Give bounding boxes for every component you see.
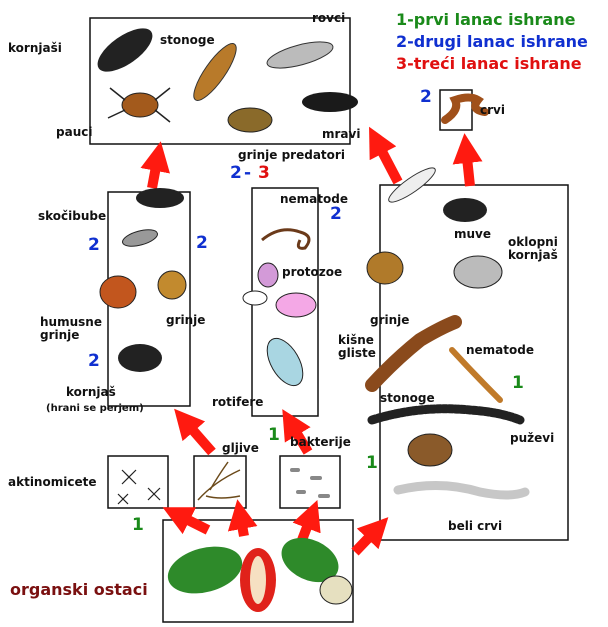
arrow-decomposers-to-worms (466, 148, 470, 186)
fungi-icon (198, 462, 240, 500)
label-crvi: crvi (480, 104, 505, 117)
label-mravi: mravi (322, 128, 360, 141)
num-skocibube-left: 2 (88, 236, 100, 254)
num-nematode-mid: 2 (330, 205, 342, 223)
num-nematode-right: 1 (512, 374, 524, 392)
num-crvi: 2 (420, 88, 432, 106)
arrow-organic-to-actino (176, 514, 208, 530)
num-predatori-2: 2 (230, 164, 242, 182)
label-kornjas: kornjaš (66, 386, 116, 399)
arrow-fungi-to-second (184, 420, 212, 452)
label-stonoge-top: stonoge (160, 34, 215, 47)
protozoa-flagellate-icon (243, 291, 267, 305)
label-kornjas-note: (hrani se perjem) (46, 402, 144, 415)
mite-right-icon (367, 252, 403, 284)
rotifer-icon (260, 332, 310, 391)
nematode-icon (262, 230, 309, 249)
fly-icon (443, 198, 487, 222)
nematode-right-icon (452, 350, 500, 400)
label-beli-crvi: beli crvi (448, 520, 502, 533)
actinomycetes-box (108, 456, 168, 508)
num-bakterije: 1 (366, 454, 378, 472)
snail-icon (408, 434, 452, 466)
num-rotifere: 1 (268, 426, 280, 444)
legend-chain-3: 3-treći lanac ishrane (396, 54, 582, 74)
pseudoscorpion-icon (228, 108, 272, 132)
label-kornjasi: kornjaši (8, 42, 62, 55)
humus-mite-icon (100, 276, 136, 308)
label-bakterije: bakterije (290, 436, 351, 449)
legend-chain-1: 1-prvi lanac ishrane (396, 10, 575, 30)
label-pauci: pauci (56, 126, 92, 139)
amoeba-icon (276, 293, 316, 317)
label-aktinomicete: aktinomicete (8, 476, 96, 489)
label-grinje-predatori: grinje predatori (238, 149, 345, 162)
feather-beetle-icon (118, 344, 162, 372)
label-kisne-gliste: kišne gliste (338, 334, 376, 360)
num-aktinomicete: 1 (132, 516, 144, 534)
springtail-black-icon (136, 188, 184, 208)
earthworm-icon (372, 322, 455, 385)
label-stonoge-right: stonoge (380, 392, 435, 405)
centipede-icon (187, 38, 242, 105)
num-kornjas: 2 (88, 352, 100, 370)
apple-flesh-icon (250, 556, 266, 604)
protozoa-icon (258, 263, 278, 287)
label-protozoe: protozoe (282, 266, 342, 279)
label-grinje-left: grinje (166, 314, 205, 327)
label-puzevi: puževi (510, 432, 554, 445)
arrow-organic-to-bacteria (302, 514, 312, 540)
seed-icon (320, 576, 352, 604)
bacteria-box (280, 456, 340, 508)
mite-icon (158, 271, 186, 299)
spider-icon (122, 93, 158, 117)
label-rovci: rovci (312, 12, 345, 25)
arrow-second-to-predators (152, 156, 158, 188)
worm-icon (445, 98, 485, 121)
label-gljive: gljive (222, 442, 259, 455)
num-predatori-dash: - (244, 164, 251, 182)
label-muve: muve (454, 228, 491, 241)
beetle-icon (91, 20, 159, 80)
ant-icon (302, 92, 358, 112)
label-skocibube: skočibube (38, 210, 106, 223)
fungi-box (194, 456, 246, 508)
num-skocibube-right: 2 (196, 234, 208, 252)
actinomycetes-icon (118, 470, 160, 504)
label-nematode-right: nematode (466, 344, 534, 357)
white-worm-outline (398, 485, 525, 495)
label-organski-ostaci: organski ostaci (10, 580, 148, 599)
arrow-decomposers-to-predators (376, 140, 398, 182)
label-humusne-grinje: humusne grinje (40, 316, 102, 342)
millipede-icon (372, 409, 520, 420)
label-oklopni-kornjas: oklopni kornjaš (508, 236, 558, 262)
springtail-icon (265, 37, 336, 74)
legend-chain-2: 2-drugi lanac ishrane (396, 32, 588, 52)
label-grinje-right: grinje (370, 314, 409, 327)
bacteria-icon (290, 468, 330, 498)
label-rotifere: rotifere (212, 396, 263, 409)
springtail-grey-icon (121, 227, 159, 250)
num-predatori-3: 3 (258, 164, 270, 182)
armored-beetle-icon (454, 256, 502, 288)
leaf-icon (163, 539, 248, 601)
arrow-organic-to-fungi (240, 514, 244, 536)
arrow-organic-to-decomposers (355, 528, 378, 552)
